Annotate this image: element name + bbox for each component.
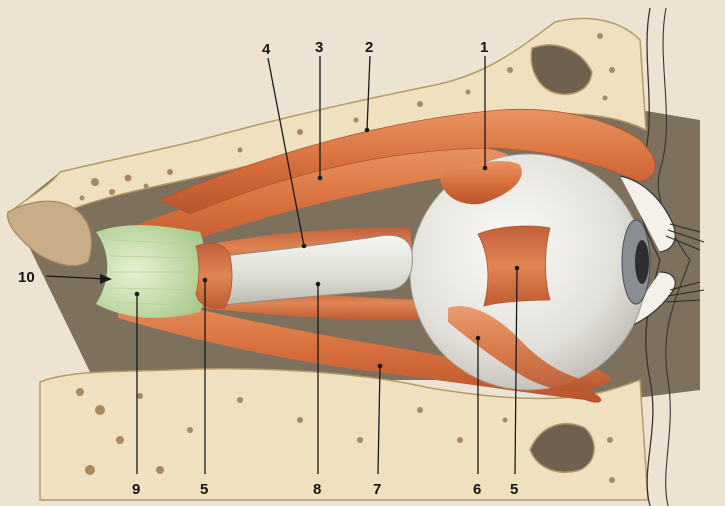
label-3: 3 [315,39,323,56]
label-10: 10 [18,269,35,286]
label-6: 6 [473,481,481,498]
label-5-right: 5 [510,481,518,498]
label-9: 9 [132,481,140,498]
label-7: 7 [373,481,381,498]
label-4: 4 [262,41,271,58]
lateral-rectus-cut-end [196,243,232,308]
label-8: 8 [313,481,321,498]
label-1: 1 [480,39,488,56]
label-5-left: 5 [200,481,208,498]
label-2: 2 [365,39,373,56]
pupil [635,240,649,284]
lateral-rectus-insertion [478,226,550,306]
